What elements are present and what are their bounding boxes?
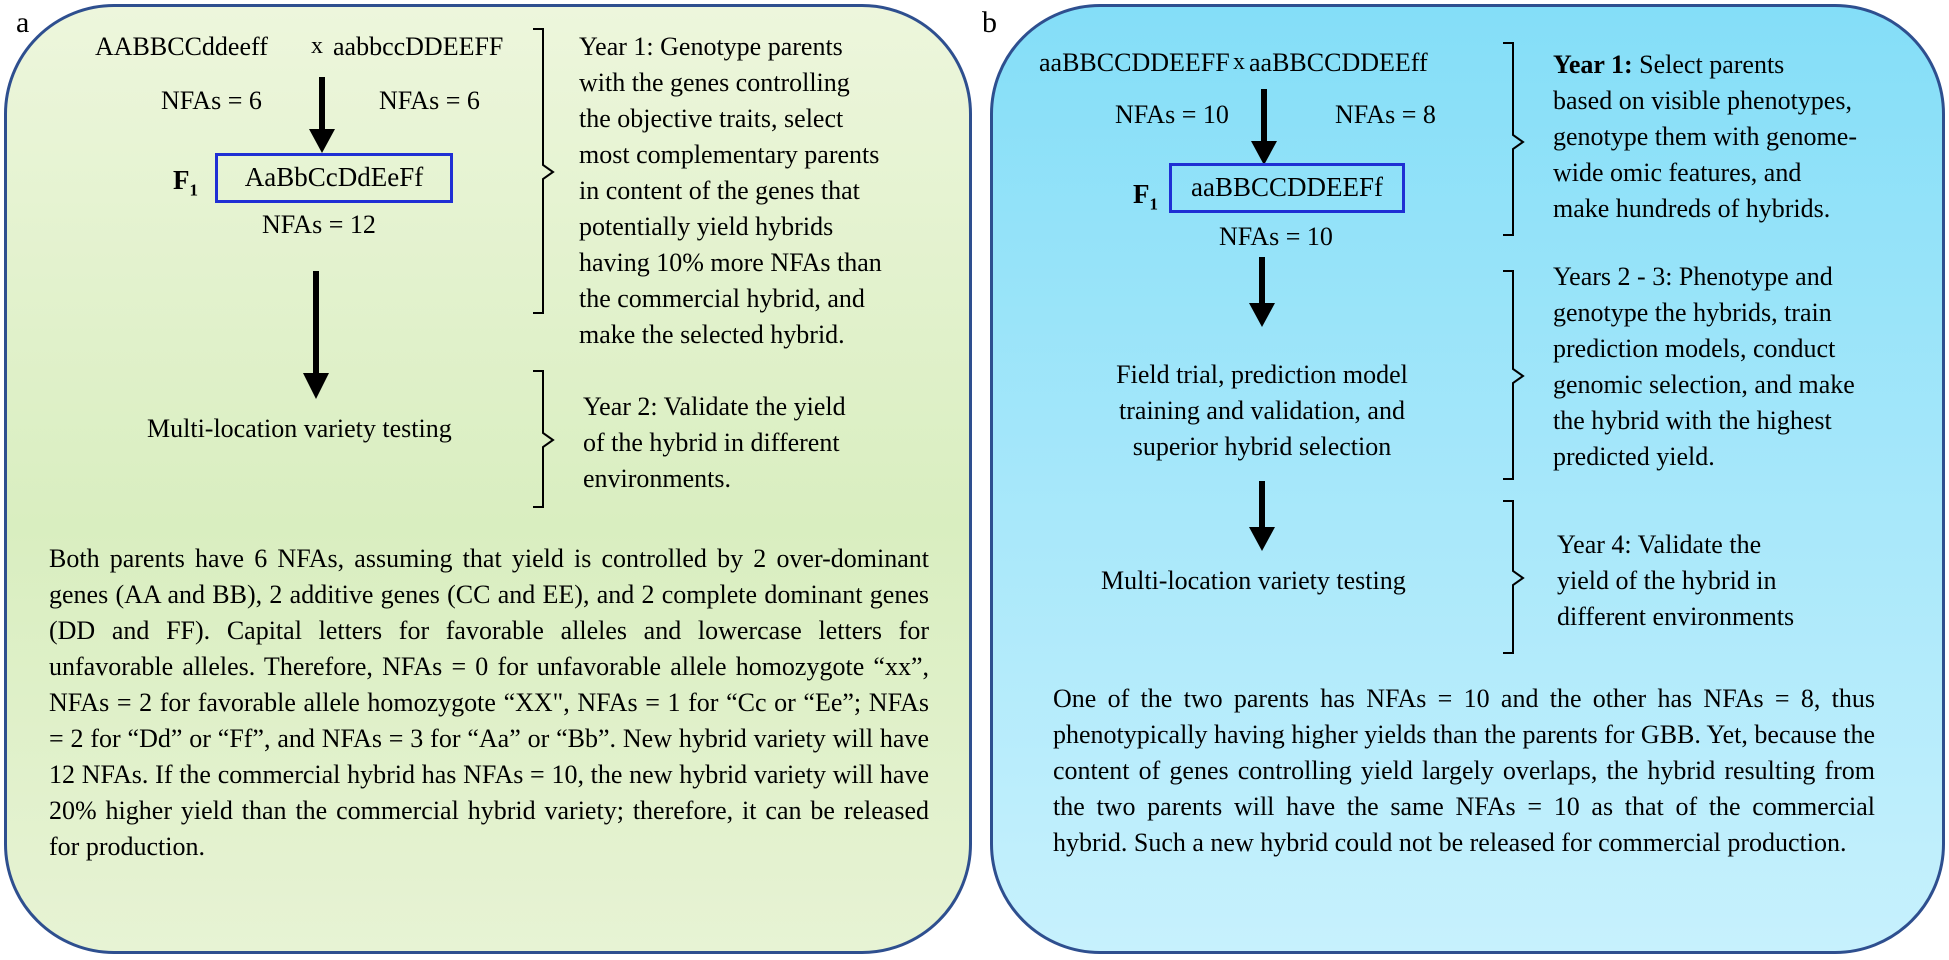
bracket-years23 <box>1503 270 1525 480</box>
hybrid-genotype-box: AaBbCcDdEeFf <box>215 153 453 203</box>
year1-first-line: Year 1: Select parents <box>1553 50 1785 79</box>
year1-description: Year 1: Genotype parents with the genes c… <box>579 29 882 353</box>
panel-b-explanation: One of the two parents has NFAs = 10 and… <box>1053 684 1875 857</box>
hybrid-genotype-box: aaBBCCDDEEFf <box>1169 163 1405 213</box>
step-variety-testing: Multi-location variety testing <box>147 414 452 443</box>
field-trial-line: training and validation, and <box>1119 396 1405 425</box>
years23-line: Years 2 - 3: Phenotype and <box>1553 262 1833 291</box>
year1-description: Year 1: Select parents based on visible … <box>1553 47 1857 227</box>
arrow-down-icon <box>1251 89 1277 165</box>
cross-symbol: x <box>311 33 323 59</box>
hybrid-nfas: NFAs = 10 <box>1219 222 1333 251</box>
bracket-year1 <box>533 28 555 314</box>
year1-line: in content of the genes that <box>579 176 860 205</box>
parent1-nfas: NFAs = 6 <box>161 86 262 115</box>
year1-line: most complementary parents <box>579 140 880 169</box>
arrow-down-icon <box>1249 481 1275 551</box>
panel-b-label: b <box>982 6 997 39</box>
years23-line: predicted yield. <box>1553 442 1715 471</box>
arrow-down-icon <box>1249 257 1275 327</box>
year1-line: having 10% more NFAs than <box>579 248 882 277</box>
arrow-down-icon <box>309 77 335 153</box>
panel-a: AABBCCddeeff x aabbccDDEEFF NFAs = 6 NFA… <box>4 4 972 954</box>
year1-line: Year 1: Genotype parents <box>579 32 843 61</box>
bracket-year4 <box>1503 500 1525 654</box>
years23-line: the hybrid with the highest <box>1553 406 1832 435</box>
parent1-nfas: NFAs = 10 <box>1115 100 1229 129</box>
parent2-genotype: aaBBCCDDEEff <box>1249 48 1428 77</box>
year2-line: environments. <box>583 464 732 493</box>
hybrid-nfas: NFAs = 12 <box>262 210 376 239</box>
year1-line: with the genes controlling <box>579 68 850 97</box>
panel-b: aaBBCCDDEEFF x aaBBCCDDEEff NFAs = 10 NF… <box>990 4 1945 954</box>
year2-line: of the hybrid in different <box>583 428 840 457</box>
years23-line: genomic selection, and make <box>1553 370 1855 399</box>
years23-line: genotype the hybrids, train <box>1553 298 1832 327</box>
year4-line: yield of the hybrid in <box>1557 566 1777 595</box>
year1-line: potentially yield hybrids <box>579 212 834 241</box>
parent1-genotype: AABBCCddeeff <box>95 32 268 61</box>
year1-line: based on visible phenotypes, <box>1553 86 1852 115</box>
years23-line: prediction models, conduct <box>1553 334 1836 363</box>
field-trial-line: Field trial, prediction model <box>1116 360 1408 389</box>
year1-line: genotype them with genome- <box>1553 122 1857 151</box>
panel-a-explanation: Both parents have 6 NFAs, assuming that … <box>49 544 929 861</box>
step-variety-testing: Multi-location variety testing <box>1101 566 1406 595</box>
year4-description: Year 4: Validate the yield of the hybrid … <box>1557 527 1794 635</box>
cross-symbol: x <box>1233 49 1245 75</box>
years23-description: Years 2 - 3: Phenotype and genotype the h… <box>1553 259 1855 475</box>
year2-line: Year 2: Validate the yield <box>583 392 846 421</box>
year2-description: Year 2: Validate the yield of the hybrid … <box>583 389 846 497</box>
arrow-down-icon <box>303 271 329 399</box>
field-trial-line: superior hybrid selection <box>1132 432 1392 461</box>
parent1-genotype: aaBBCCDDEEFF <box>1039 48 1230 77</box>
year1-line: make hundreds of hybrids. <box>1553 194 1831 223</box>
bracket-year2 <box>533 370 555 508</box>
panel-a-label: a <box>16 6 30 39</box>
f1-label: F1 <box>1133 179 1158 214</box>
year1-line: the objective traits, select <box>579 104 844 133</box>
step-field-trial: Field trial, prediction model training an… <box>1077 357 1447 465</box>
year4-line: Year 4: Validate the <box>1557 530 1762 559</box>
parent2-nfas: NFAs = 6 <box>379 86 480 115</box>
parent2-genotype: aabbccDDEEFF <box>333 32 504 61</box>
year1-line: the commercial hybrid, and <box>579 284 865 313</box>
year4-line: different environments <box>1557 602 1795 631</box>
bracket-year1 <box>1503 42 1525 236</box>
f1-label: F1 <box>173 165 198 200</box>
year1-line: wide omic features, and <box>1553 158 1802 187</box>
year1-line: make the selected hybrid. <box>579 320 845 349</box>
parent2-nfas: NFAs = 8 <box>1335 100 1436 129</box>
